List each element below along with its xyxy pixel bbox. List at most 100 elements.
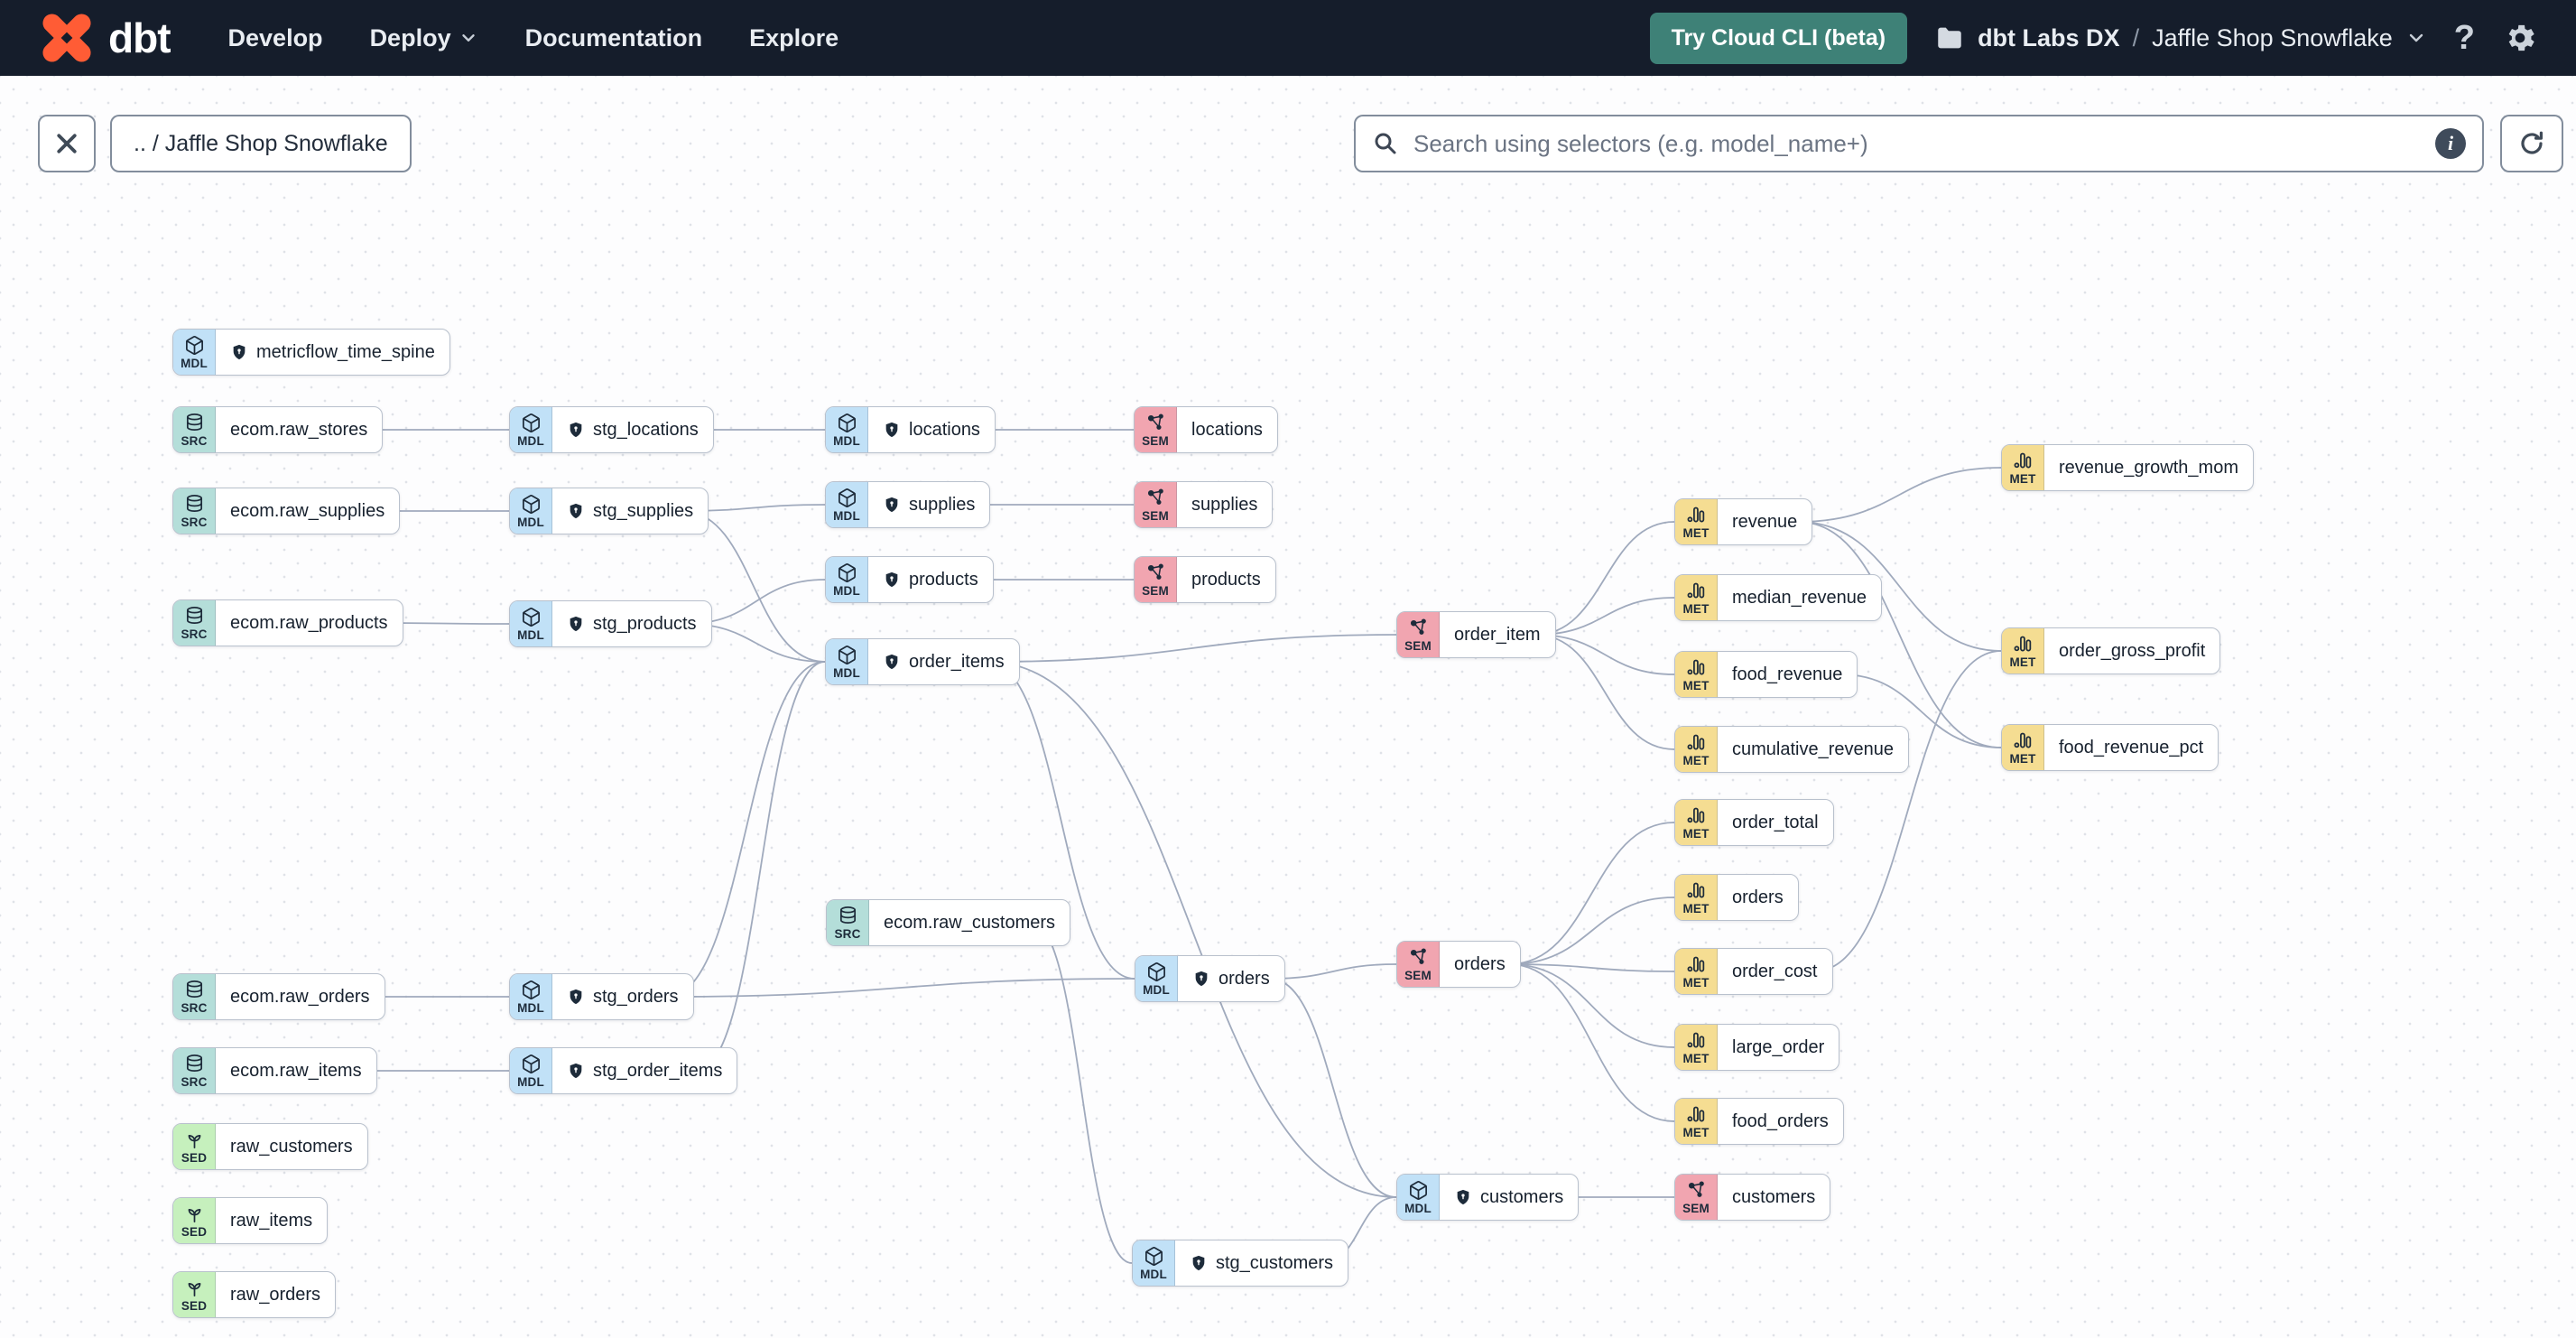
chevron-down-icon bbox=[2409, 33, 2423, 42]
shield-icon bbox=[567, 421, 585, 439]
lineage-edge bbox=[1508, 963, 1675, 1122]
node-label: ecom.raw_stores bbox=[230, 419, 368, 440]
lineage-edge bbox=[1534, 634, 1675, 675]
node-type-label: MET bbox=[1682, 1125, 1710, 1139]
lineage-breadcrumb[interactable]: .. / Jaffle Shop Snowflake bbox=[110, 115, 412, 172]
help-button[interactable]: ? bbox=[2453, 18, 2475, 57]
node-large_order_metric[interactable]: MET large_order bbox=[1674, 1024, 1840, 1071]
settings-gear-button[interactable] bbox=[2502, 20, 2538, 56]
account-project-switcher[interactable]: dbt Labs DX / Jaffle Shop Snowflake bbox=[1934, 23, 2427, 53]
bar-chart-icon bbox=[1686, 657, 1707, 678]
info-icon[interactable]: i bbox=[2435, 128, 2466, 159]
lineage-canvas[interactable]: .. / Jaffle Shop Snowflake i MDLmetricfl… bbox=[0, 76, 2576, 1338]
dbt-brand[interactable]: dbt bbox=[38, 9, 171, 67]
lineage-edge bbox=[1839, 674, 2002, 748]
search-input[interactable] bbox=[1412, 128, 2423, 159]
node-label: ecom.raw_customers bbox=[884, 912, 1056, 933]
node-label: order_total bbox=[1732, 812, 1819, 832]
metric-type-badge: MET bbox=[1675, 652, 1718, 697]
metric-type-badge: MET bbox=[1675, 1025, 1718, 1070]
node-label: ecom.raw_products bbox=[230, 612, 388, 633]
node-label: food_revenue_pct bbox=[2059, 737, 2204, 757]
cube-icon bbox=[837, 562, 857, 583]
model-type-badge: MDL bbox=[826, 557, 868, 602]
model-type-badge: MDL bbox=[510, 407, 552, 452]
node-body: cumulative_revenue bbox=[1718, 727, 1908, 772]
node-label: stg_orders bbox=[593, 986, 679, 1007]
metric-type-badge: MET bbox=[1675, 727, 1718, 772]
nav-item-documentation[interactable]: Documentation bbox=[525, 24, 703, 52]
node-type-label: MET bbox=[1682, 753, 1710, 767]
node-body: ecom.raw_supplies bbox=[216, 488, 399, 534]
model-type-badge: MDL bbox=[173, 330, 216, 375]
node-label: orders bbox=[1732, 887, 1784, 907]
nav-item-deploy[interactable]: Deploy bbox=[370, 24, 478, 52]
model-type-badge: MDL bbox=[826, 407, 868, 452]
node-body: raw_customers bbox=[216, 1124, 367, 1169]
lineage-edge bbox=[1797, 521, 2002, 748]
node-cumulative_revenue_metric[interactable]: MET cumulative_revenue bbox=[1674, 726, 1909, 773]
shield-icon bbox=[883, 653, 901, 671]
semantic-type-badge: SEM bbox=[1675, 1175, 1718, 1220]
bar-chart-icon bbox=[1686, 732, 1707, 753]
node-food_orders_metric[interactable]: MET food_orders bbox=[1674, 1098, 1844, 1145]
nav-item-label: Explore bbox=[749, 23, 839, 51]
nav-item-explore[interactable]: Explore bbox=[749, 24, 839, 52]
close-lineage-button[interactable] bbox=[38, 115, 96, 172]
node-label: order_gross_profit bbox=[2059, 640, 2206, 661]
database-icon bbox=[184, 1054, 205, 1074]
cube-icon bbox=[837, 488, 857, 508]
seed-type-badge: SED bbox=[173, 1272, 216, 1317]
node-body: supplies bbox=[1177, 482, 1272, 527]
metric-type-badge: MET bbox=[1675, 1099, 1718, 1144]
node-label: food_orders bbox=[1732, 1110, 1829, 1131]
nav-item-develop[interactable]: Develop bbox=[228, 24, 323, 52]
selector-search[interactable]: i bbox=[1354, 115, 2484, 172]
database-icon bbox=[838, 906, 858, 926]
node-label: products bbox=[1191, 569, 1261, 590]
refresh-button[interactable] bbox=[2500, 115, 2563, 172]
try-cloud-cli-button[interactable]: Try Cloud CLI (beta) bbox=[1649, 12, 1908, 64]
node-type-label: MDL bbox=[833, 508, 860, 523]
semantic-type-badge: SEM bbox=[1397, 612, 1440, 657]
node-label: large_order bbox=[1732, 1036, 1825, 1057]
database-icon bbox=[184, 606, 205, 627]
